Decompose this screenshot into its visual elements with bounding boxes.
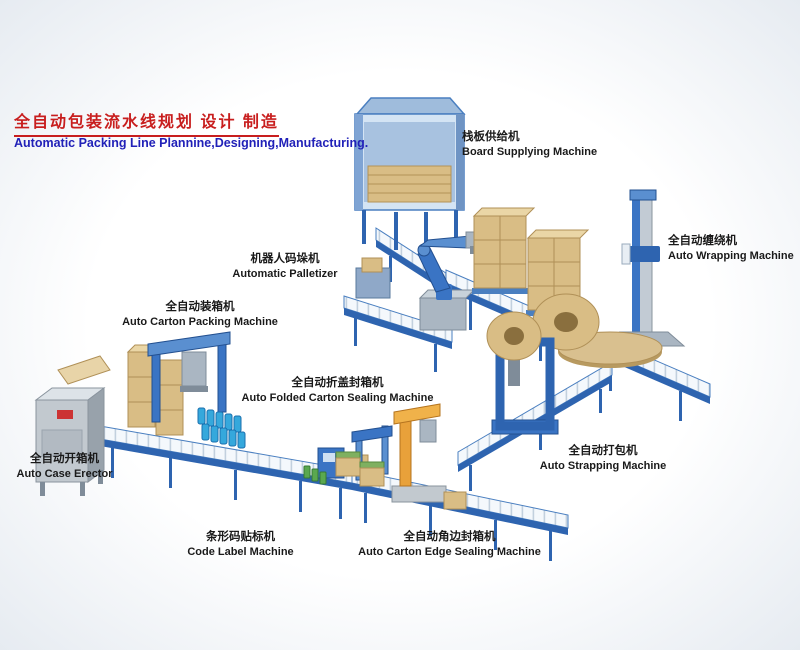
label-auto-carton-edge-sealing-en: Auto Carton Edge Sealing Machine [358,545,541,558]
page-title-en: Automatic Packing Line Plannine,Designin… [14,136,369,150]
label-auto-strapping-zh: 全自动打包机 [568,445,638,457]
label-auto-carton-packing: 全自动装箱机 Auto Carton Packing Machine [110,300,290,329]
label-board-supplying: 栈板供给机 Board Supplying Machine [462,130,632,159]
label-auto-carton-edge-sealing: 全自动角边封箱机 Auto Carton Edge Sealing Machin… [352,530,547,559]
label-auto-folded-carton-sealing-en: Auto Folded Carton Sealing Machine [241,391,434,404]
page-title-zh: 全自动包装流水线规划 设计 制造 [14,108,279,137]
label-auto-wrapping: 全自动缠绕机 Auto Wrapping Machine [668,234,798,263]
label-auto-case-erector-zh: 全自动开箱机 [30,453,99,465]
label-code-label-zh: 条形码贴标机 [206,531,275,543]
label-code-label-en: Code Label Machine [187,545,294,558]
label-auto-wrapping-zh: 全自动缠绕机 [668,235,737,247]
palletizer-infeed-graphic [355,257,391,299]
label-automatic-palletizer-zh: 机器人码垛机 [250,253,320,265]
label-board-supplying-zh: 栈板供给机 [462,131,520,143]
label-auto-strapping: 全自动打包机 Auto Strapping Machine [528,444,678,473]
label-auto-strapping-en: Auto Strapping Machine [539,459,667,472]
label-automatic-palletizer-en: Automatic Palletizer [232,267,338,280]
label-auto-folded-carton-sealing-zh: 全自动折盖封箱机 [291,377,384,389]
label-auto-carton-packing-en: Auto Carton Packing Machine [122,315,278,328]
carton-packing-machine-graphic [126,331,231,436]
label-board-supplying-en: Board Supplying Machine [462,145,598,158]
strapping-machine-graphic [486,311,559,435]
palletizer-robot-graphic [417,231,484,331]
label-auto-wrapping-en: Auto Wrapping Machine [668,249,794,262]
label-auto-case-erector: 全自动开箱机 Auto Case Erector [2,452,127,481]
label-auto-carton-packing-zh: 全自动装箱机 [165,301,235,313]
label-auto-carton-edge-sealing-zh: 全自动角边封箱机 [403,531,496,543]
edge-sealing-machine-graphic [391,403,467,510]
label-automatic-palletizer: 机器人码垛机 Automatic Palletizer [210,252,360,281]
bottle-group-graphic [197,407,246,449]
label-auto-case-erector-en: Auto Case Erector [16,467,113,480]
board-supplying-machine-graphic [354,97,466,250]
turntable-graphic [532,293,663,368]
folded-carton-sealing-machine-graphic [335,425,393,487]
case-erector-graphic [34,355,111,496]
label-code-label: 条形码贴标机 Code Label Machine [168,530,313,559]
label-auto-folded-carton-sealing: 全自动折盖封箱机 Auto Folded Carton Sealing Mach… [235,376,440,405]
wrapping-machine-graphic [618,189,686,347]
